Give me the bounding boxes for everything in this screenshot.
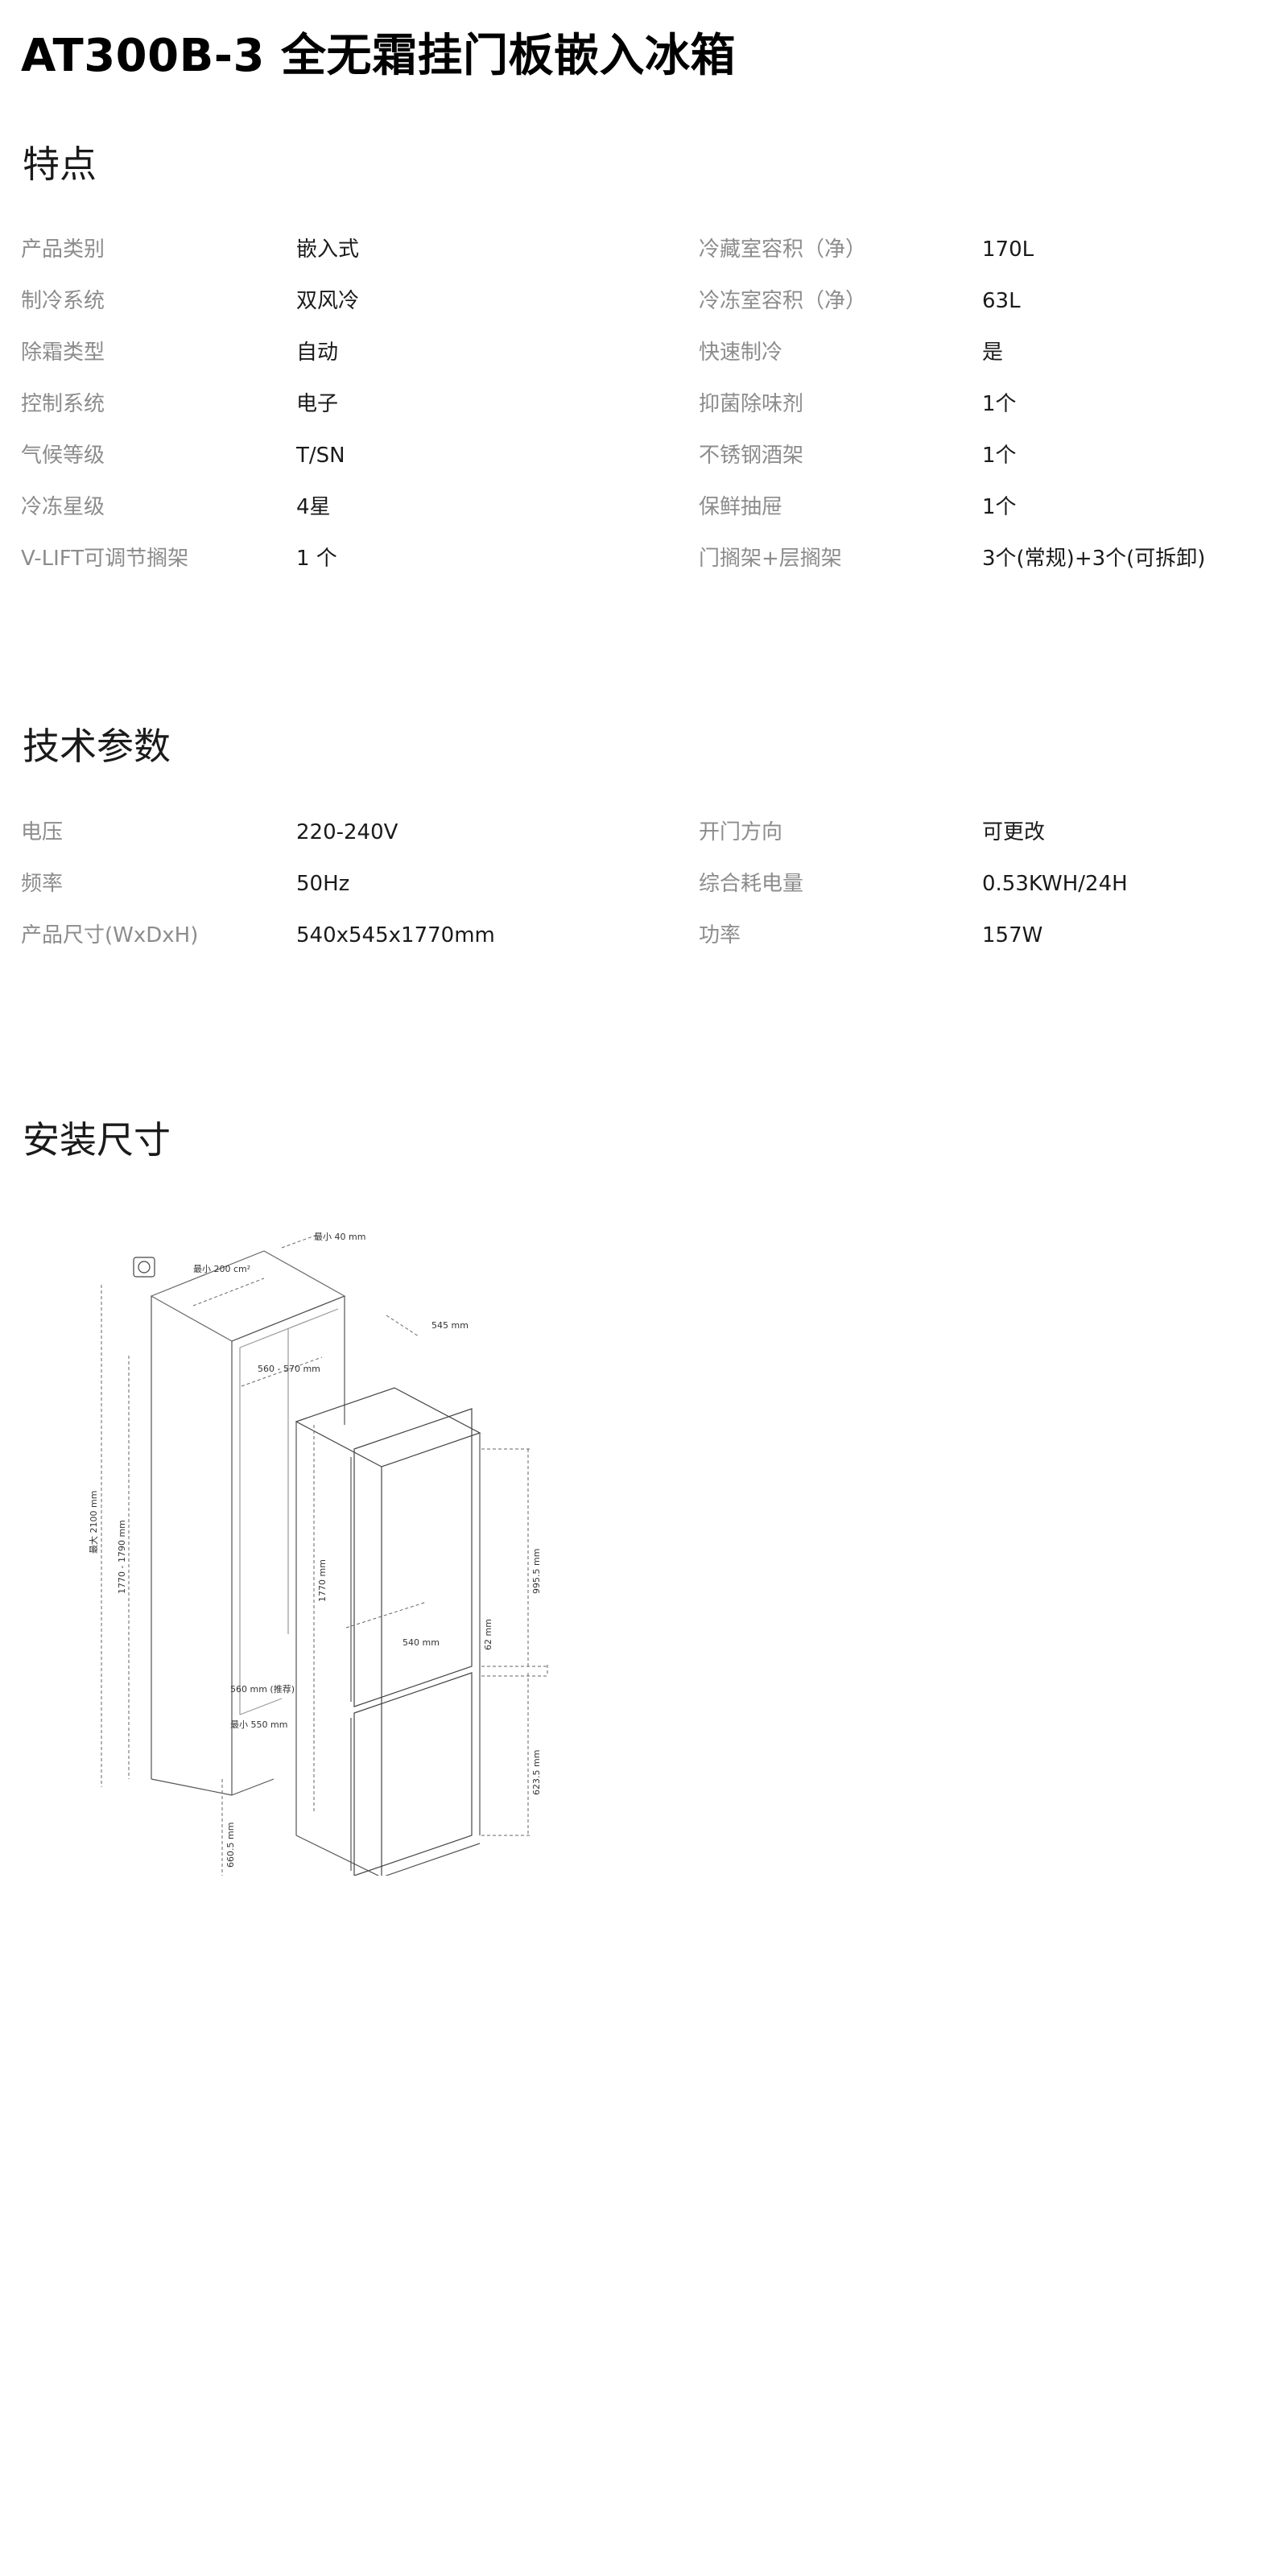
spec-value: 170L	[982, 237, 1034, 262]
spec-value: 540x545x1770mm	[296, 923, 495, 947]
spec-value: 220-240V	[296, 820, 398, 844]
spec-value: 3个(常规)+3个(可拆卸)	[982, 547, 1206, 571]
spec-value: 1个	[982, 444, 1017, 468]
spec-label: 快速制冷	[699, 341, 783, 365]
spec-label: 保鲜抽屉	[699, 495, 783, 519]
dim-depth-recommended: 560 mm (推荐)	[230, 1683, 295, 1695]
dim-niche-width: 560 - 570 mm	[258, 1364, 320, 1374]
spec-value: 63L	[982, 289, 1021, 313]
spec-row: 产品尺寸(WxDxH) 540x545x1770mm 功率 157W	[0, 919, 1288, 952]
spec-value: 电子	[296, 392, 339, 416]
spec-label: 电压	[21, 820, 64, 844]
spec-label: 门搁架+层搁架	[699, 547, 842, 571]
spec-value: 0.53KWH/24H	[982, 872, 1128, 896]
dim-upper-door: 995.5 mm	[531, 1549, 542, 1594]
dim-min-gap: 最小 40 mm	[314, 1232, 365, 1242]
spec-label: 气候等级	[21, 444, 105, 468]
spec-row: V-LIFT可调节搁架 1 个 门搁架+层搁架 3个(常规)+3个(可拆卸)	[0, 543, 1288, 575]
spec-row: 冷冻星级 4星 保鲜抽屉 1个	[0, 491, 1288, 523]
dim-bottom-offset: 660.5 mm	[225, 1823, 236, 1868]
spec-label: 除霜类型	[21, 341, 105, 365]
dim-appliance-height: 1770 mm	[317, 1559, 328, 1602]
spec-row: 除霜类型 自动 快速制冷 是	[0, 336, 1288, 369]
dim-min-vent: 最小 200 cm²	[193, 1264, 250, 1274]
spec-value: 双风冷	[296, 289, 360, 313]
spec-value: 1个	[982, 495, 1017, 519]
spec-label: 产品类别	[21, 237, 105, 262]
dim-depth-min: 最小 550 mm	[230, 1719, 287, 1730]
spec-label: 功率	[699, 923, 741, 947]
dim-appliance-depth: 545 mm	[431, 1320, 469, 1331]
spec-value: 可更改	[982, 820, 1046, 844]
spec-value: 4星	[296, 495, 331, 519]
spec-value: 50Hz	[296, 872, 350, 896]
spec-label: 冷冻室容积（净）	[699, 289, 867, 313]
spec-label: 综合耗电量	[699, 872, 804, 896]
spec-label: 控制系统	[21, 392, 105, 416]
spec-label: 冷藏室容积（净）	[699, 237, 867, 262]
features-heading: 特点	[23, 142, 97, 186]
dim-lower-door: 623.5 mm	[531, 1750, 542, 1795]
spec-label: V-LIFT可调节搁架	[21, 547, 189, 571]
dim-appliance-width: 540 mm	[402, 1637, 440, 1648]
spec-label: 抑菌除味剂	[699, 392, 804, 416]
spec-row: 电压 220-240V 开门方向 可更改	[0, 816, 1288, 848]
technical-heading: 技术参数	[23, 724, 171, 768]
dim-niche-height: 1770 - 1790 mm	[117, 1520, 127, 1594]
installation-heading: 安装尺寸	[23, 1118, 171, 1162]
spec-label: 产品尺寸(WxDxH)	[21, 923, 199, 947]
spec-value: 157W	[982, 923, 1043, 947]
spec-value: 1个	[982, 392, 1017, 416]
spec-label: 开门方向	[699, 820, 783, 844]
spec-value: T/SN	[296, 444, 345, 468]
spec-row: 控制系统 电子 抑菌除味剂 1个	[0, 388, 1288, 420]
spec-row: 产品类别 嵌入式 冷藏室容积（净） 170L	[0, 233, 1288, 266]
installation-diagram-svg: 最小 200 cm² 最小 40 mm 560 - 570 mm 最大 2100…	[88, 1232, 548, 1878]
spec-label: 冷冻星级	[21, 495, 105, 519]
page-title: AT300B-3 全无霜挂门板嵌入冰箱	[21, 30, 736, 82]
spec-label: 频率	[21, 872, 64, 896]
dim-max-height: 最大 2100 mm	[88, 1491, 99, 1554]
spec-value: 1 个	[296, 547, 337, 571]
spec-row: 气候等级 T/SN 不锈钢酒架 1个	[0, 440, 1288, 472]
spec-label: 制冷系统	[21, 289, 105, 313]
spec-row: 制冷系统 双风冷 冷冻室容积（净） 63L	[0, 285, 1288, 317]
spec-value: 自动	[296, 341, 339, 365]
installation-diagram: 最小 200 cm² 最小 40 mm 560 - 570 mm 最大 2100…	[80, 1216, 580, 1878]
spec-value: 嵌入式	[296, 237, 360, 262]
spec-value: 是	[982, 341, 1004, 365]
spec-label: 不锈钢酒架	[699, 444, 804, 468]
spec-row: 频率 50Hz 综合耗电量 0.53KWH/24H	[0, 868, 1288, 900]
dim-door-gap: 62 mm	[483, 1619, 493, 1650]
